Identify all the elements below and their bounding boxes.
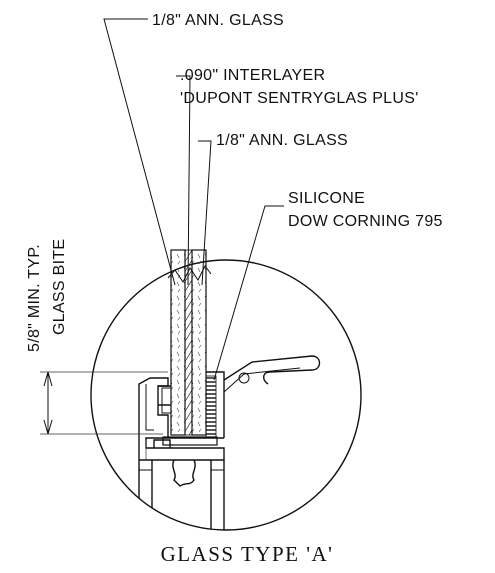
outer-glass-label: 1/8" ANN. GLASS (152, 12, 284, 29)
silicone-label-line1: SILICONE (288, 190, 365, 207)
silicone-seal (205, 375, 217, 439)
silicone-label-line2: DOW CORNING 795 (288, 213, 443, 230)
bite-label: GLASS BITE (51, 239, 68, 335)
drawing-title: GLASS TYPE 'A' (161, 542, 334, 566)
interlayer-label-line2: 'DUPONT SENTRYGLAS PLUS' (180, 90, 419, 107)
laminated-glass-assembly (167, 249, 212, 436)
bite-dimension-label: 5/8" MIN. TYP. (26, 244, 43, 352)
inner-glass-ply (191, 249, 207, 436)
leader-lines (103, 18, 284, 381)
glass-bite-dimension (40, 371, 168, 435)
inner-glass-label: 1/8" ANN. GLASS (216, 132, 348, 149)
detail-circle (90, 259, 362, 531)
interlayer-label-line1: .090" INTERLAYER (180, 67, 325, 84)
